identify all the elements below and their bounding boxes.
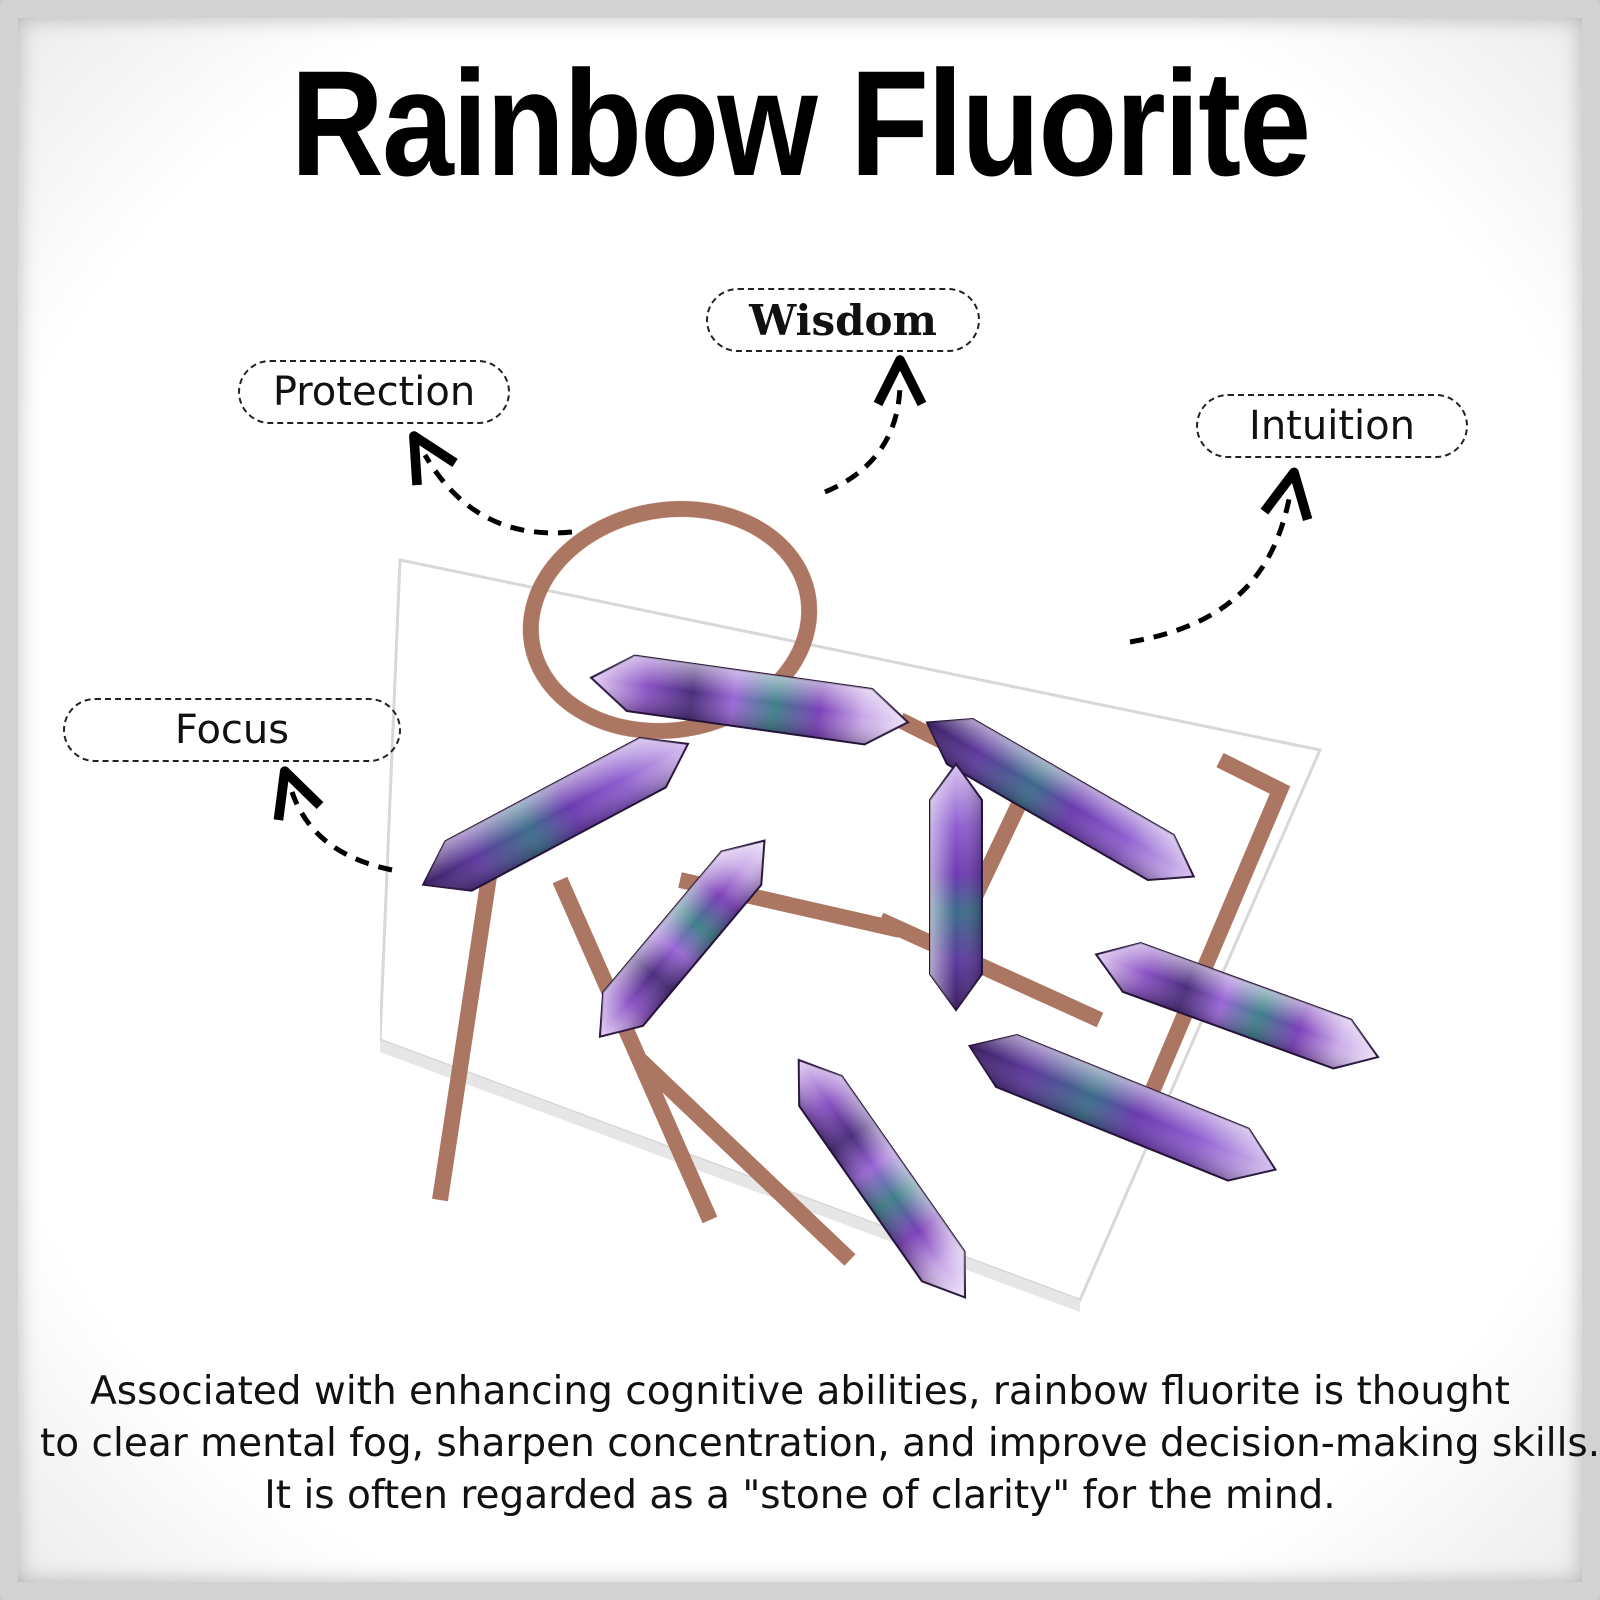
crystal (421, 736, 690, 892)
label-intuition: Intuition (1196, 394, 1468, 458)
crystal (967, 1033, 1278, 1182)
crystal (598, 839, 766, 1039)
page-title: Rainbow Fluorite (290, 39, 1312, 207)
description-line: Associated with enhancing cognitive abil… (90, 1369, 1510, 1414)
crystal (925, 717, 1196, 882)
label-wisdom: Wisdom (706, 288, 980, 352)
product-photo (380, 500, 1380, 1312)
crystal (1094, 941, 1380, 1070)
label-protection: Protection (238, 360, 510, 424)
crystal (589, 654, 910, 746)
card (380, 558, 1323, 1302)
description: Associated with enhancing cognitive abil… (40, 1366, 1600, 1522)
label-focus: Focus (63, 698, 401, 762)
crystal (929, 762, 983, 1012)
crystal (797, 1058, 967, 1299)
description-line: It is often regarded as a "stone of clar… (264, 1473, 1336, 1518)
description-line: to clear mental fog, sharpen concentrati… (40, 1421, 1600, 1466)
